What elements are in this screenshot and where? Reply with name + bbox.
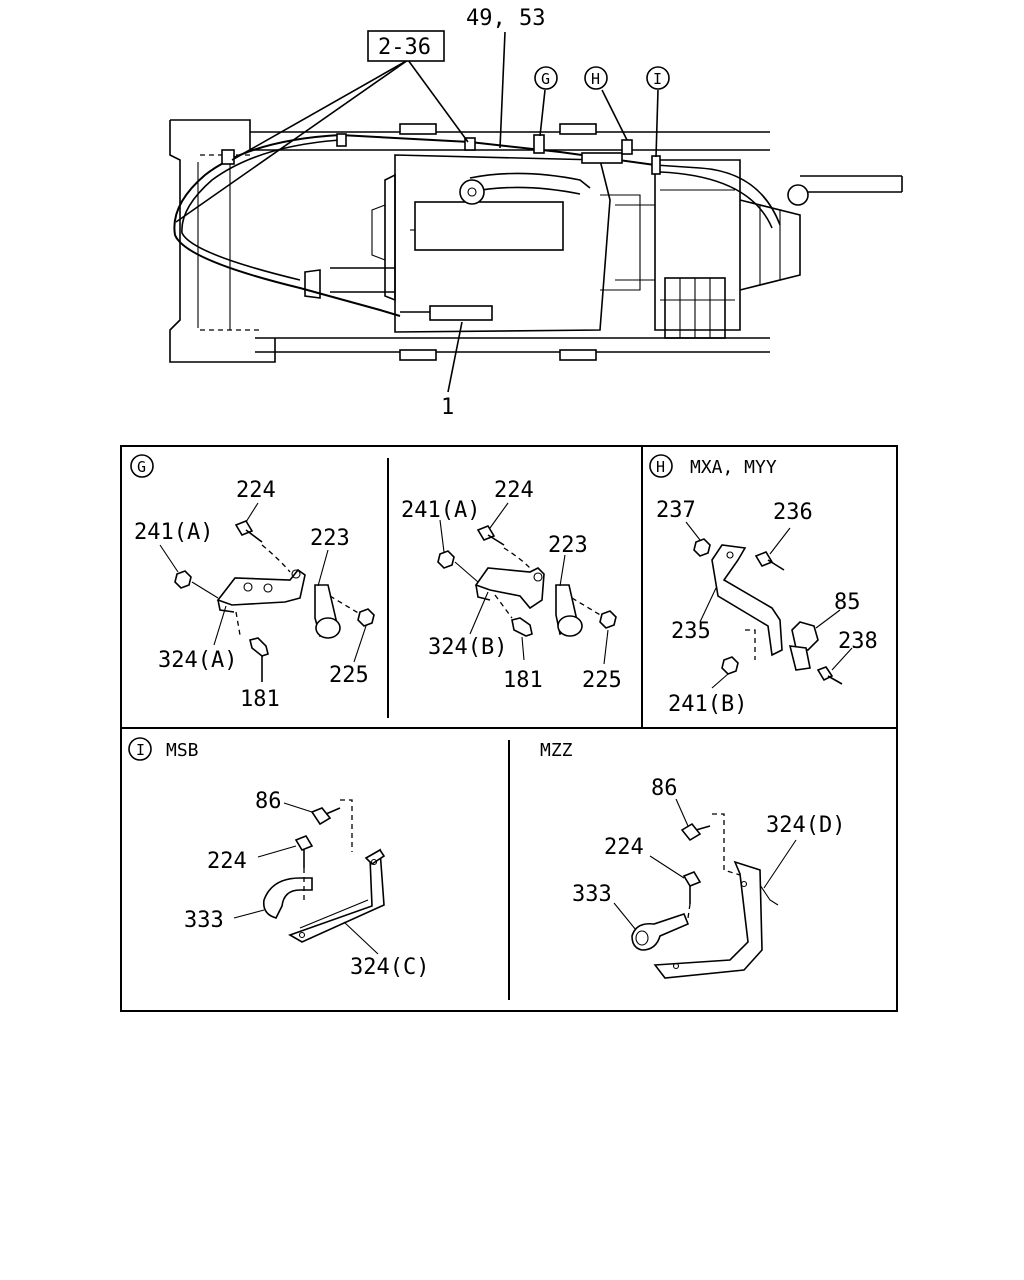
panel-h-label-85: 85 [834,590,861,615]
panel-g2 [437,502,617,665]
panel-i2-title: MZZ [540,740,573,761]
panel-h-label-235: 235 [671,619,711,644]
panel-i1-title: MSB [166,740,199,761]
panel-i2-label-86: 86 [651,776,678,801]
panel-g1-label-181: 181 [240,687,280,712]
panel-i1-label-86: 86 [255,789,282,814]
panel-h-label-236: 236 [773,500,813,525]
panel-g2-label-324b: 324(B) [428,635,507,660]
callout-49-53: 49, 53 [466,6,545,31]
panel-g2-label-223: 223 [548,533,588,558]
panel-i2 [613,798,797,979]
panel-g1-label-224: 224 [236,478,276,503]
panel-h-label-238: 238 [838,629,878,654]
panel-g1-label-223: 223 [310,526,350,551]
panel-i2-label-333: 333 [572,882,612,907]
overview-drawing [169,31,903,393]
panel-g1-label-225: 225 [329,663,369,688]
panel-g2-label-225: 225 [582,668,622,693]
panel-i1-label-224: 224 [207,849,247,874]
panel-g1-marker: G [137,458,146,476]
panel-h: H [649,454,853,689]
panel-i1: I [128,737,386,955]
panel-h-title: MXA, MYY [690,457,777,478]
panel-i1-label-324c: 324(C) [350,955,429,980]
panel-g1-label-241a: 241(A) [134,520,213,545]
marker-h-circle [584,66,608,90]
panel-h-label-241b: 241(B) [668,692,747,717]
ref-box [367,30,445,62]
callout-1: 1 [441,395,454,420]
panel-g2-label-241a: 241(A) [401,498,480,523]
panel-i1-label-333: 333 [184,908,224,933]
panel-g2-label-224: 224 [494,478,534,503]
panel-h-marker: H [656,458,665,476]
marker-i: I [653,70,662,88]
panel-i2-label-224: 224 [604,835,644,860]
marker-i-circle [646,66,670,90]
panel-g1-label-324a: 324(A) [158,648,237,673]
marker-g-circle [534,66,558,90]
marker-g: G [541,70,550,88]
panel-h-label-237: 237 [656,498,696,523]
marker-h: H [591,70,600,88]
panel-g1: G [130,454,375,682]
panel-i2-label-324d: 324(D) [766,813,845,838]
ref-box-label: 2-36 [378,35,431,60]
panel-i1-marker: I [136,741,145,759]
panel-g2-label-181: 181 [503,668,543,693]
